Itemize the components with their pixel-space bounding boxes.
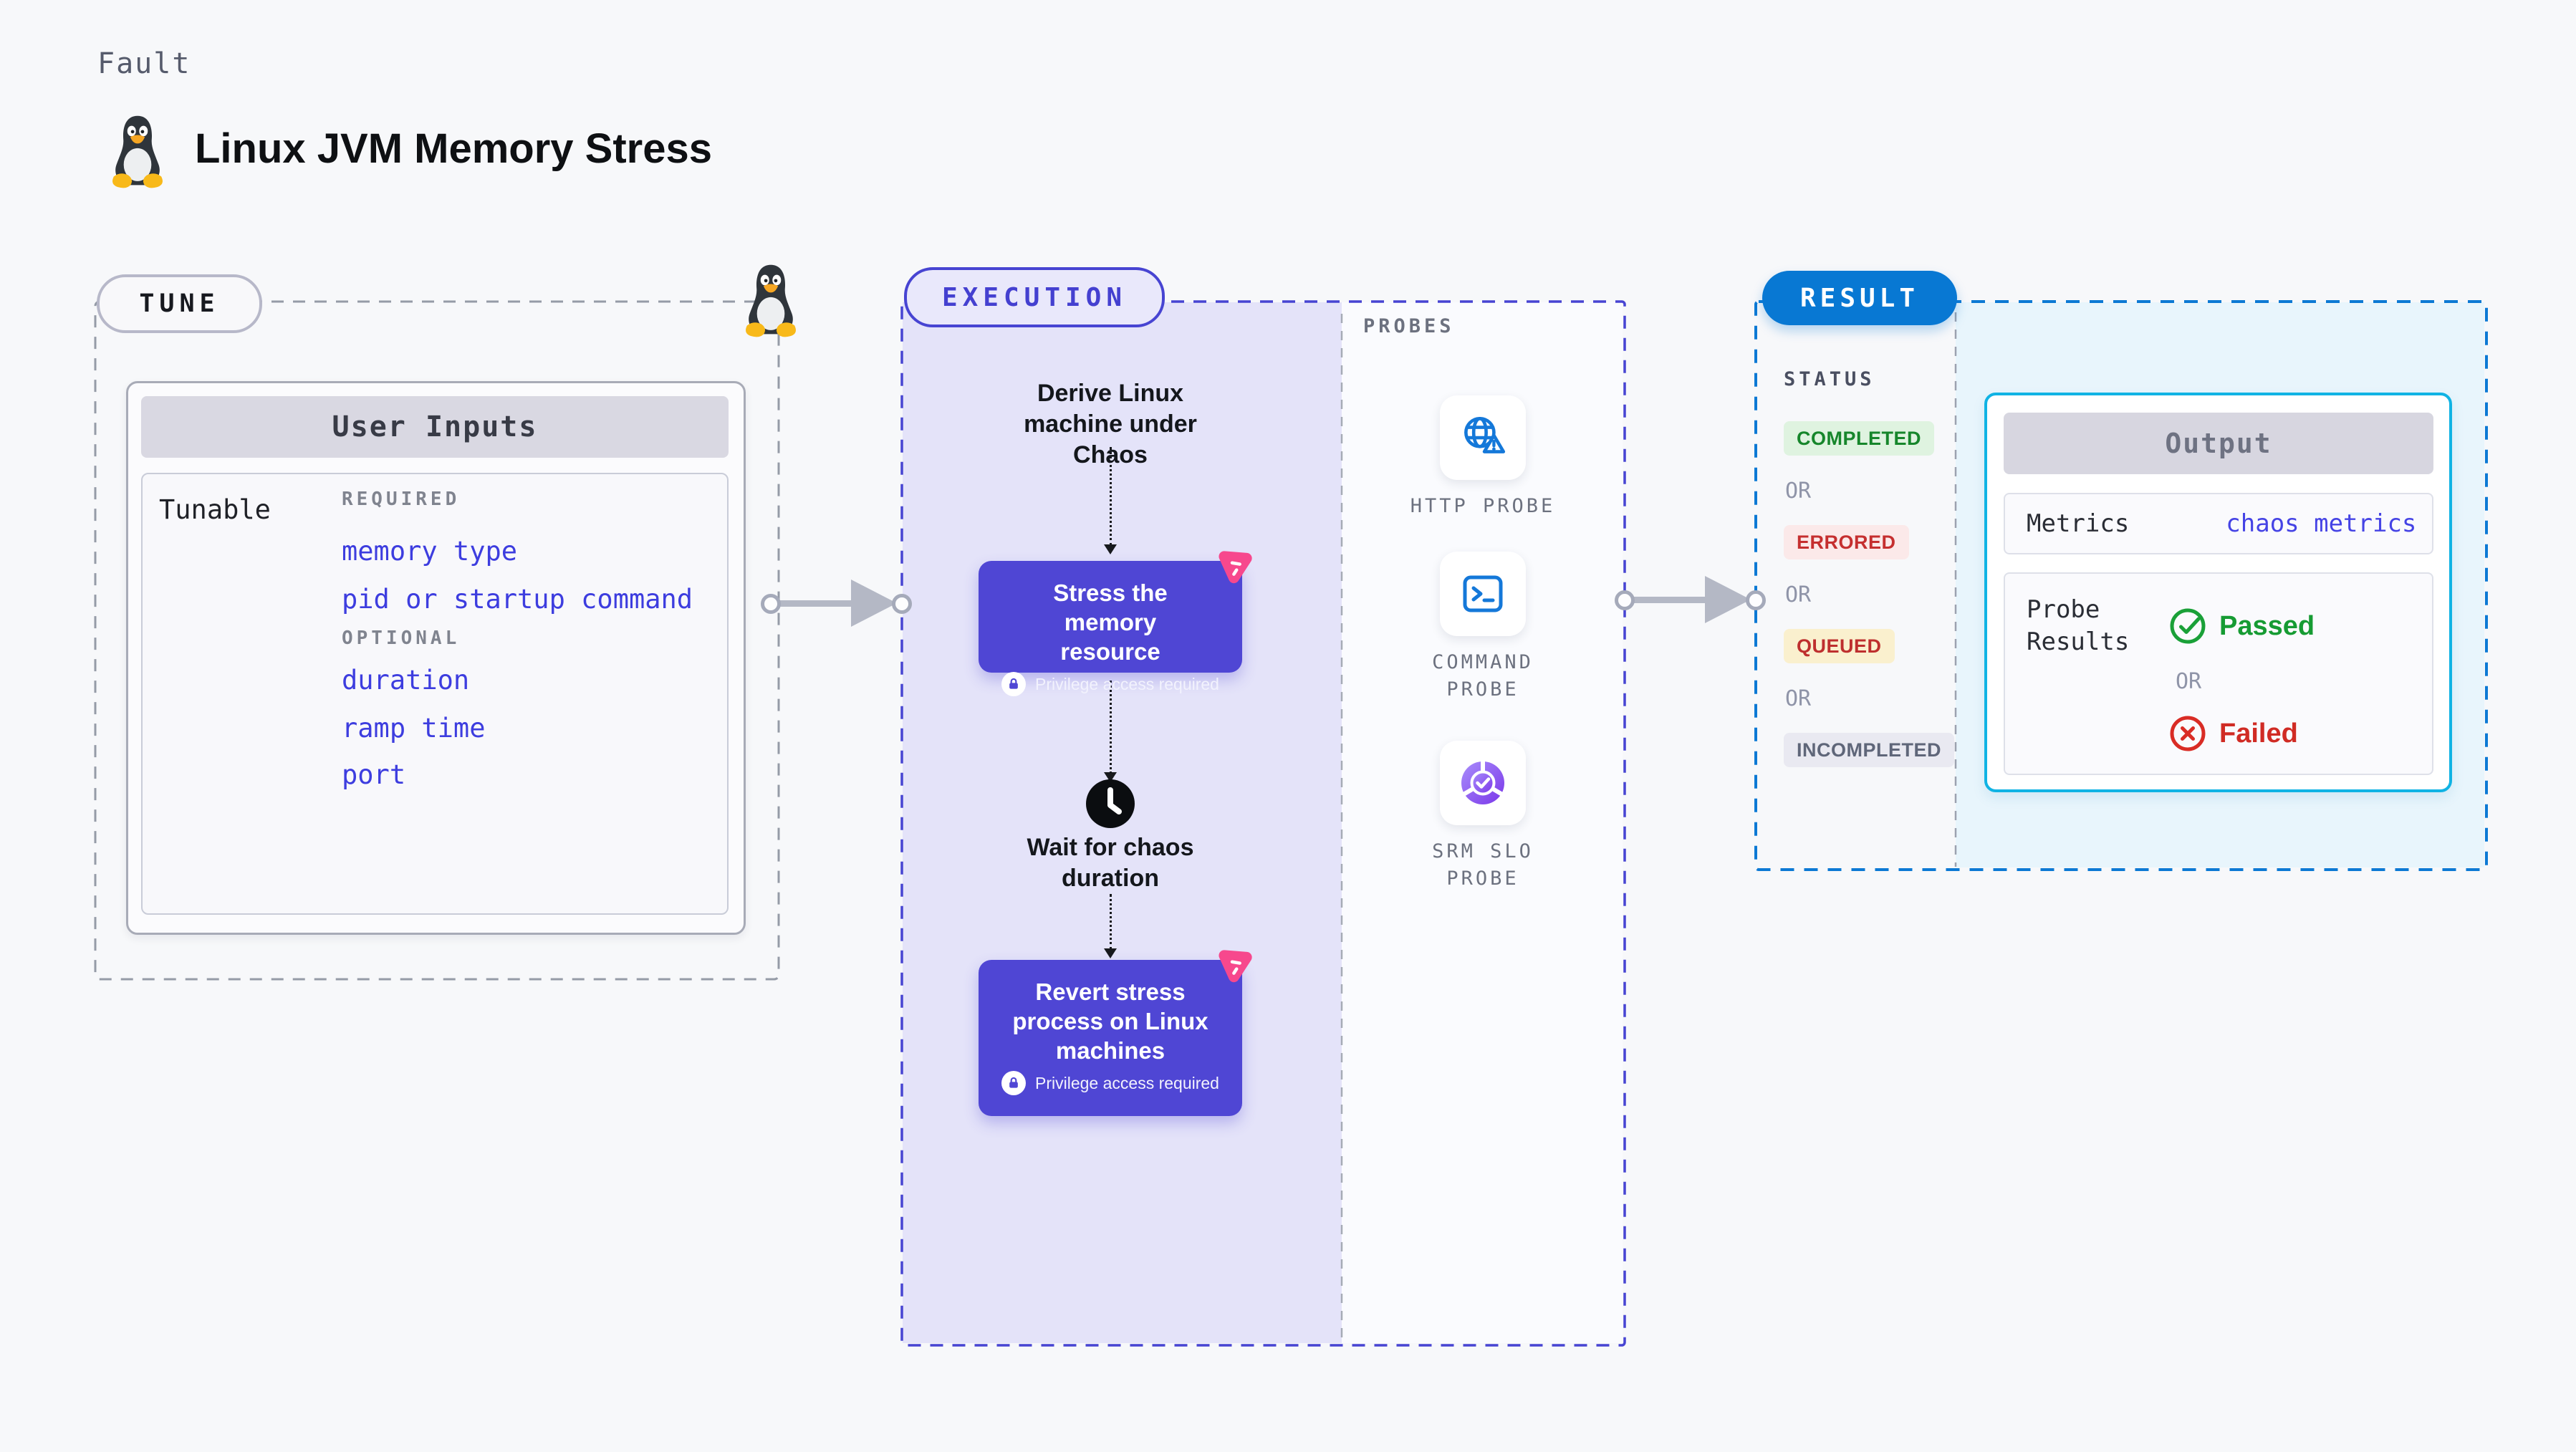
tunable-pid-or-startup-command[interactable]: pid or startup command [342, 584, 693, 615]
probe-results-label: Probe Results [2027, 595, 2130, 656]
status-badge-incompleted: INCOMPLETED [1784, 733, 1955, 767]
optional-label: OPTIONAL [342, 628, 461, 649]
result-box-border [1754, 300, 2488, 871]
flow-connector [1110, 447, 1112, 546]
required-label: REQUIRED [342, 489, 461, 510]
flow-arrowhead-icon [1104, 544, 1117, 554]
slo-donut-check-icon [1461, 761, 1504, 804]
tux-corner-icon [746, 264, 796, 337]
revert-step-box[interactable]: Revert stress process on Linux machines … [979, 960, 1242, 1116]
tunable-panel [141, 473, 729, 915]
stress-step-title: Stress the memory resource [1053, 580, 1168, 665]
metrics-row: Metrics chaos metrics [2004, 493, 2433, 554]
status-badge-queued: QUEUED [1784, 629, 1895, 663]
tune-pill-label: TUNE [139, 289, 220, 318]
user-inputs-title: User Inputs [332, 410, 538, 443]
arrowhead-icon [1705, 576, 1751, 623]
metrics-label: Metrics [2027, 509, 2130, 538]
connector-dot-icon [892, 594, 912, 614]
tunable-memory-type[interactable]: memory type [342, 536, 518, 567]
lock-icon [1001, 1071, 1027, 1095]
metrics-value[interactable]: chaos metrics [2226, 509, 2417, 538]
stress-step-box[interactable]: Stress the memory resource Privilege acc… [979, 561, 1242, 696]
execution-pill: EXECUTION [904, 267, 1165, 327]
privilege-note-row: Privilege access required [1001, 672, 1219, 696]
tune-pill: TUNE [97, 274, 262, 333]
tunable-duration[interactable]: duration [342, 665, 470, 696]
derive-step-text: Derive Linux machine under Chaos [1024, 380, 1197, 468]
terminal-icon [1463, 575, 1503, 612]
status-badge-completed: COMPLETED [1784, 421, 1935, 456]
passed-row: Passed [2168, 607, 2315, 645]
privilege-note-row: Privilege access required [1001, 1071, 1219, 1095]
arrowhead-icon [851, 580, 897, 627]
failed-row: Failed [2168, 714, 2298, 753]
or-label: OR [1785, 686, 1812, 711]
or-label: OR [1785, 479, 1812, 504]
user-inputs-header: User Inputs [141, 396, 729, 458]
privilege-note: Privilege access required [1035, 1073, 1219, 1092]
tunable-label: Tunable [159, 494, 271, 525]
connector-dot-icon [761, 594, 781, 614]
http-probe-label: HTTP PROBE [1410, 495, 1556, 517]
status-label: STATUS [1784, 368, 1875, 390]
chaos-step-icon [1219, 950, 1252, 983]
privilege-note: Privilege access required [1035, 674, 1219, 693]
globe-warning-icon [1464, 416, 1506, 453]
output-header: Output [2004, 413, 2433, 474]
tux-linux-icon [112, 115, 163, 188]
output-title: Output [2165, 428, 2272, 459]
wait-step-text: Wait for chaos duration [1027, 834, 1194, 892]
passed-label: Passed [2219, 610, 2315, 641]
result-pill-label: RESULT [1799, 283, 1920, 313]
tunable-ramp-time[interactable]: ramp time [342, 713, 486, 744]
fault-label: Fault [97, 47, 191, 80]
connector-dot-icon [1746, 590, 1766, 610]
clock-icon [1086, 779, 1135, 828]
failed-label: Failed [2219, 718, 2298, 749]
flow-arrowhead-icon [1104, 948, 1117, 958]
output-card: Output Metrics chaos metrics Probe Resul… [1984, 393, 2452, 792]
srm-slo-probe-tile [1440, 741, 1526, 825]
probe-results-row: Probe Results Passed OR Failed [2004, 572, 2433, 775]
revert-step-title: Revert stress process on Linux machines [1012, 979, 1208, 1064]
or-label: OR [1785, 582, 1812, 607]
check-circle-icon [2170, 608, 2206, 644]
lock-icon [1001, 672, 1027, 696]
execution-box-border [900, 300, 1626, 1347]
tunable-port[interactable]: port [342, 759, 406, 790]
status-badge-errored: ERRORED [1784, 525, 1909, 559]
chaos-step-icon [1219, 551, 1252, 584]
connector-dot-icon [1615, 590, 1635, 610]
execution-pill-label: EXECUTION [941, 282, 1128, 312]
command-probe-label: COMMAND PROBE [1432, 651, 1534, 701]
http-probe-tile [1440, 395, 1526, 480]
tune-box-border [94, 300, 780, 981]
srm-slo-probe-label: SRM SLO PROBE [1432, 840, 1534, 890]
flow-connector [1110, 681, 1112, 774]
probes-label: PROBES [1363, 315, 1455, 337]
x-circle-icon [2170, 716, 2206, 751]
or-label: OR [2176, 669, 2202, 694]
result-pill: RESULT [1762, 271, 1957, 325]
flow-connector [1110, 894, 1112, 950]
page-title: Linux JVM Memory Stress [195, 125, 712, 172]
command-probe-tile [1440, 552, 1526, 636]
